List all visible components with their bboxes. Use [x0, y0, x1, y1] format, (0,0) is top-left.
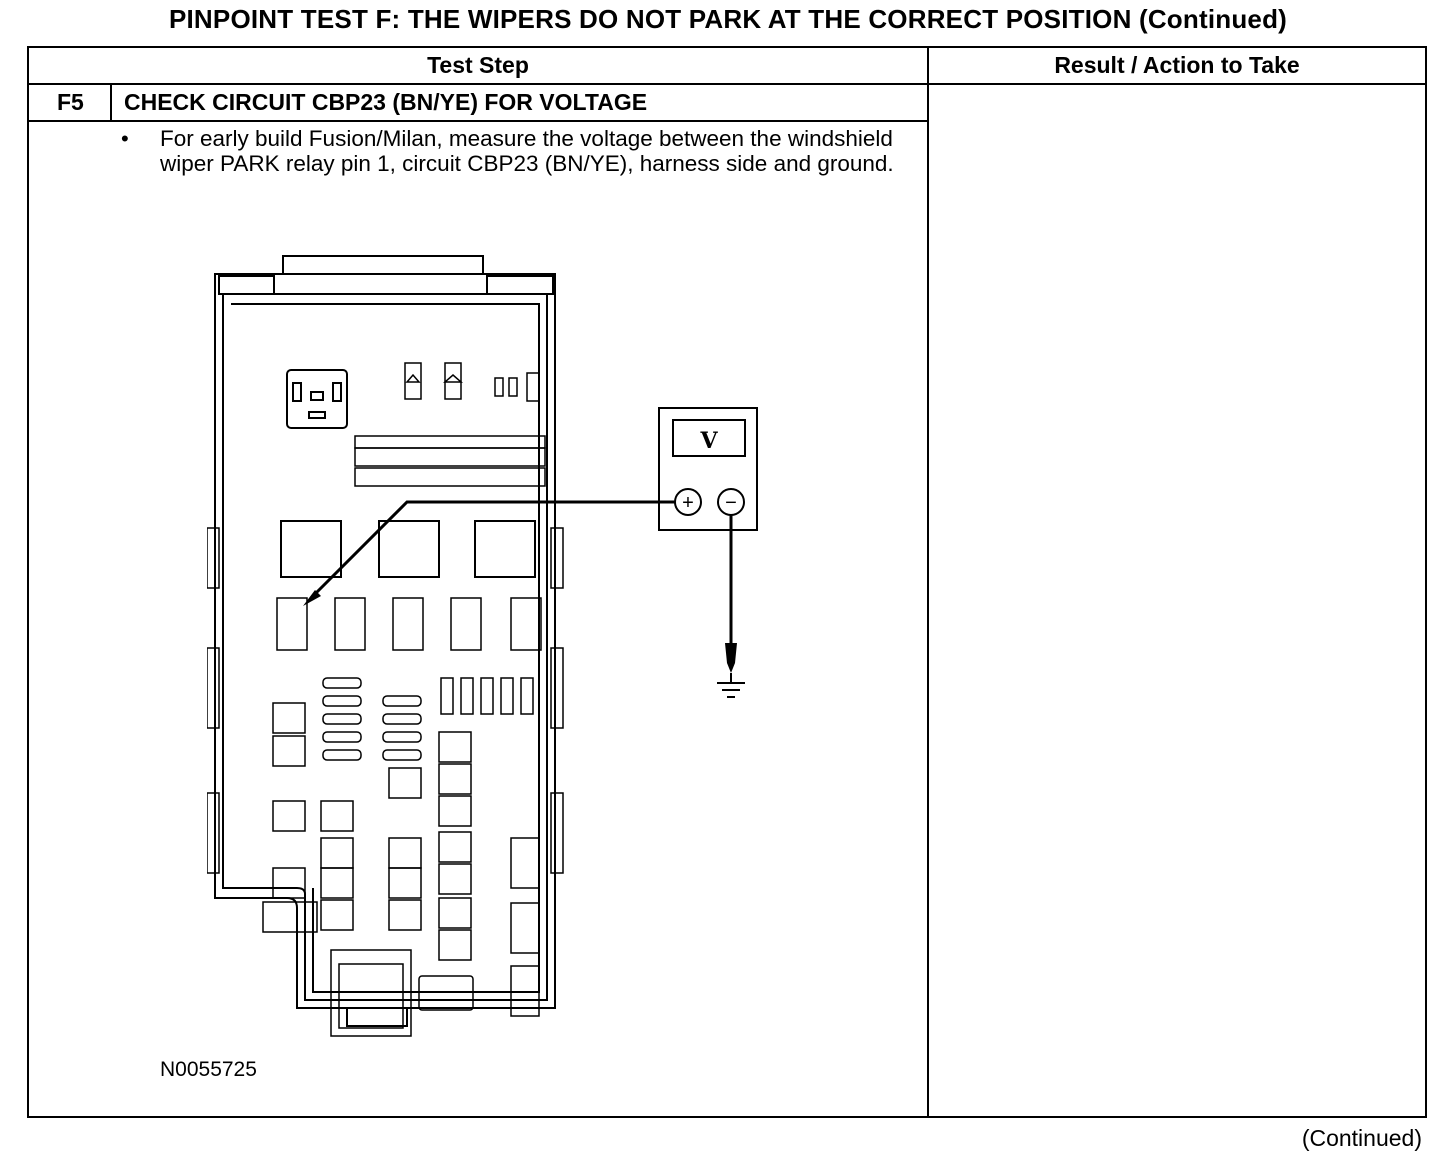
- column-divider: [927, 48, 929, 1116]
- meter-minus-terminal: −: [725, 492, 737, 514]
- meter-display-text: V: [699, 428, 718, 454]
- page-title: PINPOINT TEST F: THE WIPERS DO NOT PARK …: [168, 4, 1288, 34]
- header-rule: [29, 83, 1425, 85]
- fuse-box-diagram: V + −: [207, 255, 758, 1037]
- step-number-divider: [110, 83, 112, 121]
- step-heading: CHECK CIRCUIT CBP23 (BN/YE) FOR VOLTAGE: [124, 89, 648, 115]
- step-instruction: For early build Fusion/Milan, measure th…: [160, 126, 894, 176]
- meter-plus-terminal: +: [682, 492, 694, 514]
- continued-note: (Continued): [1301, 1125, 1422, 1151]
- bullet-marker: •: [121, 126, 129, 151]
- step-heading-rule: [29, 120, 927, 122]
- header-test-step: Test Step: [427, 52, 529, 78]
- test-table: Test Step Result / Action to Take F5 CHE…: [27, 46, 1427, 1118]
- figure-id: N0055725: [160, 1058, 257, 1081]
- step-number: F5: [57, 89, 84, 115]
- header-result-action: Result / Action to Take: [1054, 52, 1300, 78]
